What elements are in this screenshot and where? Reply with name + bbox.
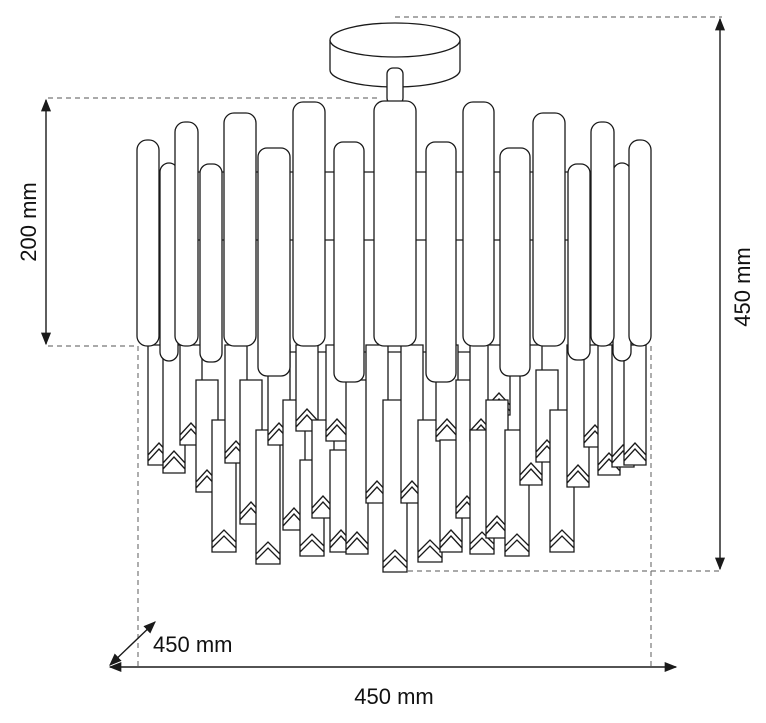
label-depth: 450 mm <box>153 632 232 657</box>
crystal-tube-front-3 <box>223 112 257 347</box>
crystal-tube-front-1 <box>136 139 160 347</box>
lower-crystals <box>147 344 647 573</box>
label-top-height: 200 mm <box>16 182 41 261</box>
dimension-arrows <box>40 17 726 673</box>
stem <box>386 67 404 105</box>
ceiling-canopy <box>329 22 461 88</box>
crystal-tube-back-6 <box>499 147 531 377</box>
label-width: 450 mm <box>354 684 433 709</box>
crystal-tube-front-9 <box>628 139 652 347</box>
crystal-tube-back-4 <box>333 141 365 383</box>
crystal-tube-front-4 <box>292 101 326 347</box>
chandelier <box>136 22 652 573</box>
crystal-prism-11 <box>295 344 319 432</box>
crystal-tube-back-8 <box>612 162 632 362</box>
crystal-tube-back-2 <box>199 163 223 363</box>
crystal-tube-front-8 <box>590 121 615 347</box>
depth-450-arrow <box>109 621 156 666</box>
crystal-tube-back-3 <box>257 147 291 377</box>
crystal-tube-front-5 <box>373 100 417 347</box>
crystal-tube-back-5 <box>425 141 457 383</box>
crystal-prism-20 <box>417 419 443 563</box>
crystal-prism-16 <box>345 379 369 555</box>
crystal-tube-front-6 <box>462 101 495 347</box>
crystal-prism-8 <box>255 429 281 565</box>
back-tubes <box>159 141 632 383</box>
label-total-height: 450 mm <box>730 247 755 326</box>
extension-lines <box>48 16 722 666</box>
crystal-tube-front-2 <box>174 121 199 347</box>
crystal-prism-27 <box>485 399 509 539</box>
crystal-prism-36 <box>623 344 647 466</box>
crystal-tube-front-7 <box>532 112 566 347</box>
crystal-tube-back-7 <box>567 163 591 361</box>
front-tubes <box>136 100 652 347</box>
